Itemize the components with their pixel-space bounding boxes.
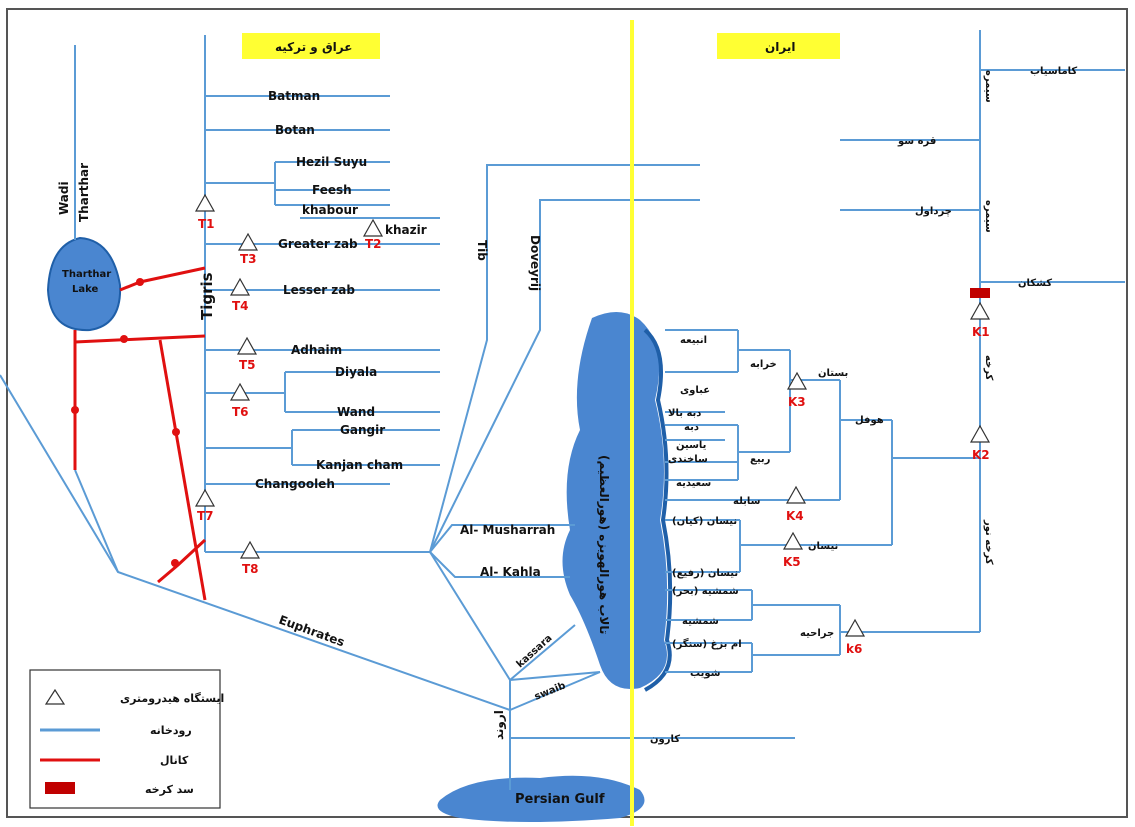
legend-dam-icon	[45, 782, 75, 794]
station-T4: T4	[232, 299, 249, 313]
legend-station-icon	[44, 688, 66, 705]
gangir-label: Gangir	[340, 423, 385, 437]
dobeh-bala-label: دبه بالا	[668, 408, 701, 419]
iran-title-box	[717, 33, 840, 59]
tharthar-label: Tharthar	[77, 163, 91, 222]
station-T2: T2	[365, 237, 382, 251]
legend-river-label: رودخانه	[150, 724, 192, 737]
iran-title: ایران	[765, 40, 795, 54]
station-k6: k6	[846, 642, 862, 656]
kassara-label: kassara	[515, 633, 555, 670]
station-K2: K2	[972, 448, 990, 462]
kanjan-label: Kanjan cham	[316, 458, 403, 472]
khabour-label: khabour	[302, 203, 358, 217]
greater-zab-label: Greater zab	[278, 237, 358, 251]
hoor-marsh	[562, 311, 668, 690]
hoor-label: تالاب هورالهویزه (هورالعظیم)	[596, 455, 611, 634]
station-K1: K1	[972, 325, 990, 339]
station-K4: K4	[786, 509, 804, 523]
abbasi-label: عباوی	[680, 385, 710, 396]
iraq-turkey-title: عراق و ترکیه	[275, 40, 352, 55]
tharthar-lake-label-1: Tharthar	[62, 269, 111, 280]
station-T7: T7	[197, 509, 214, 523]
arvand-label: اروند	[492, 710, 507, 740]
tib-label: Tib	[475, 240, 489, 261]
station-T1: T1	[198, 217, 215, 231]
persian-gulf	[437, 775, 645, 822]
tharthar-lake-label-2: Lake	[72, 284, 99, 295]
sakhendi-label: ساخندی	[668, 454, 708, 465]
karkheh-nour-label: کرخه نور	[983, 519, 994, 565]
saidiyeh-label: سعیدیه	[676, 478, 711, 489]
legend-canal-label: کانال	[160, 754, 189, 767]
legend-dam-label: سد کرخه	[145, 783, 194, 796]
lesser-zab-label: Lesser zab	[283, 283, 355, 297]
station-T3: T3	[240, 252, 257, 266]
hezil-label: Hezil Suyu	[296, 155, 367, 169]
station-T8: T8	[242, 562, 259, 576]
shoib-label: شویب	[690, 668, 721, 679]
swaib-label: swaib	[533, 680, 567, 702]
yasin-label: یاسین	[676, 440, 707, 451]
kahla-label: Al- Kahla	[480, 565, 541, 579]
station-K3: K3	[788, 395, 806, 409]
cherdavol-label: چرداول	[915, 206, 952, 217]
adhaim-label: Adhaim	[291, 343, 342, 357]
feesh-label: Feesh	[312, 183, 352, 197]
ombezeh-label: ام بزغ (سنگر)	[672, 637, 742, 650]
neysan-label: نیسان	[808, 541, 838, 552]
kamasiab-label: کاماسیاب	[1030, 66, 1077, 77]
doveyrij-label: Doveyrij	[528, 235, 542, 291]
seymareh-label-1: سیمره	[983, 70, 994, 103]
shemshieh-label: شمشیه	[682, 616, 719, 627]
kharabeh-label: خرابه	[750, 359, 777, 370]
legend-station-label: ایستگاه هیدرومتری	[120, 692, 224, 705]
diyala-label: Diyala	[335, 365, 377, 379]
wadi-label: Wadi	[57, 181, 71, 215]
neysan-rafi-label: نیسان (رفیع)	[672, 568, 738, 579]
neysan-kian-label: نیسان (کیان)	[672, 516, 737, 527]
legend: ایستگاه هیدرومتری رودخانه کانال سد کرخه	[29, 669, 224, 809]
gharehsou-label: قره سو	[897, 136, 936, 147]
wand-label: Wand	[337, 405, 375, 419]
rivers-iran	[665, 30, 1125, 673]
botan-label: Botan	[275, 123, 315, 137]
tigris-label: Tigris	[198, 272, 216, 320]
marsh-edge	[643, 328, 673, 692]
changooleh-label: Changooleh	[255, 477, 335, 491]
canal-markers	[71, 278, 180, 567]
rivers-iraq	[0, 35, 795, 790]
kashkan-label: کشکان	[1018, 278, 1052, 289]
sabeleh-label: سابله	[733, 496, 761, 507]
seymareh-label-2: سیمره	[983, 200, 994, 233]
hoofel-label: هوفل	[855, 415, 884, 426]
station-triangles	[194, 193, 991, 637]
musharrah-label: Al- Musharrah	[460, 523, 555, 537]
persian-gulf-label: Persian Gulf	[515, 792, 605, 807]
station-T6: T6	[232, 405, 249, 419]
khazir-label: khazir	[385, 223, 427, 237]
batman-label: Batman	[268, 89, 320, 103]
tharthar-lake	[46, 236, 122, 332]
iraq-turkey-title-box	[242, 33, 380, 59]
station-T5: T5	[239, 358, 256, 372]
shemshieh-bahr-label: شمشیه (بحر)	[672, 586, 739, 597]
onaybeh-label: انبیعه	[680, 335, 707, 346]
dobeh-label: دبه	[684, 422, 699, 433]
karkheh-label: کرخه	[983, 355, 994, 380]
karkheh-dam	[970, 288, 990, 298]
jarahieh-label: جراحیه	[800, 628, 834, 639]
bostan-label: بستان	[818, 368, 848, 379]
station-K5: K5	[783, 555, 801, 569]
rabi-label: ربیع	[750, 454, 771, 465]
karoun-label: کارون	[650, 734, 680, 745]
